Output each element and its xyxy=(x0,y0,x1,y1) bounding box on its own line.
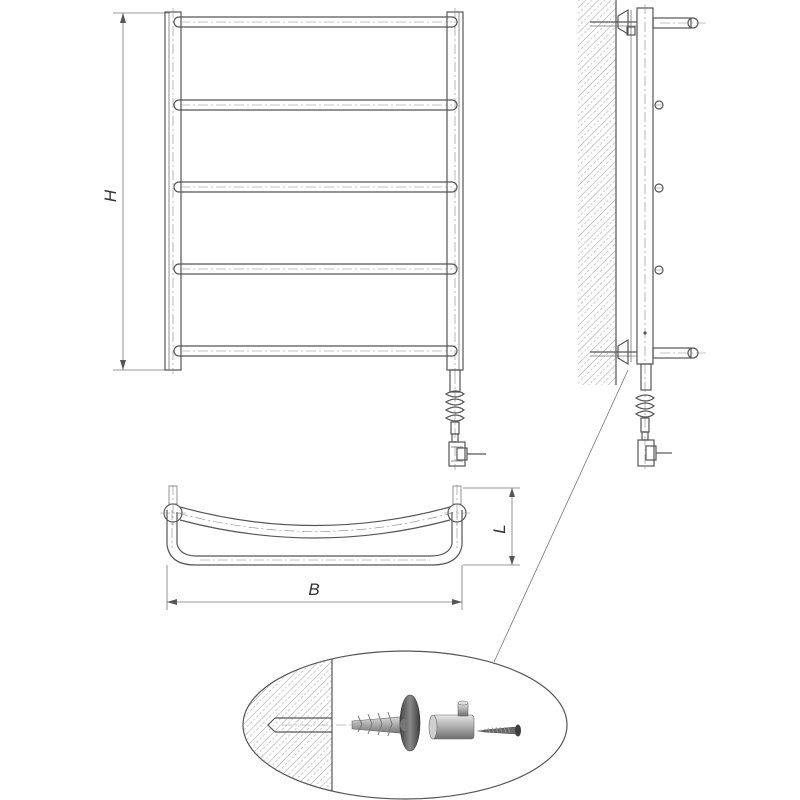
height-dimension: H xyxy=(101,12,170,371)
top-bracket xyxy=(590,8,706,36)
heating-element xyxy=(444,369,486,470)
width-label: B xyxy=(308,580,319,599)
wall xyxy=(578,0,617,385)
screw xyxy=(476,724,521,737)
anchor-plug xyxy=(351,711,401,737)
rung xyxy=(173,99,458,111)
cylinder-holder xyxy=(428,700,475,740)
depth-label: L xyxy=(490,524,509,533)
heating-element-side xyxy=(634,363,672,467)
depth-dimension: L xyxy=(463,487,520,566)
rung xyxy=(173,16,458,28)
rung xyxy=(173,263,458,275)
rung xyxy=(173,345,458,357)
height-label: H xyxy=(101,189,120,202)
rungs xyxy=(173,16,458,357)
bottom-bracket xyxy=(590,331,706,366)
rung xyxy=(173,181,458,193)
width-dimension: B xyxy=(166,565,463,610)
wall-mount-detail xyxy=(242,650,568,800)
flange-disc xyxy=(399,694,421,752)
front-view: H xyxy=(101,8,486,470)
top-view: L B xyxy=(160,485,520,610)
left-riser xyxy=(164,8,182,374)
side-view xyxy=(493,0,706,663)
detail-leader-line xyxy=(493,369,629,663)
